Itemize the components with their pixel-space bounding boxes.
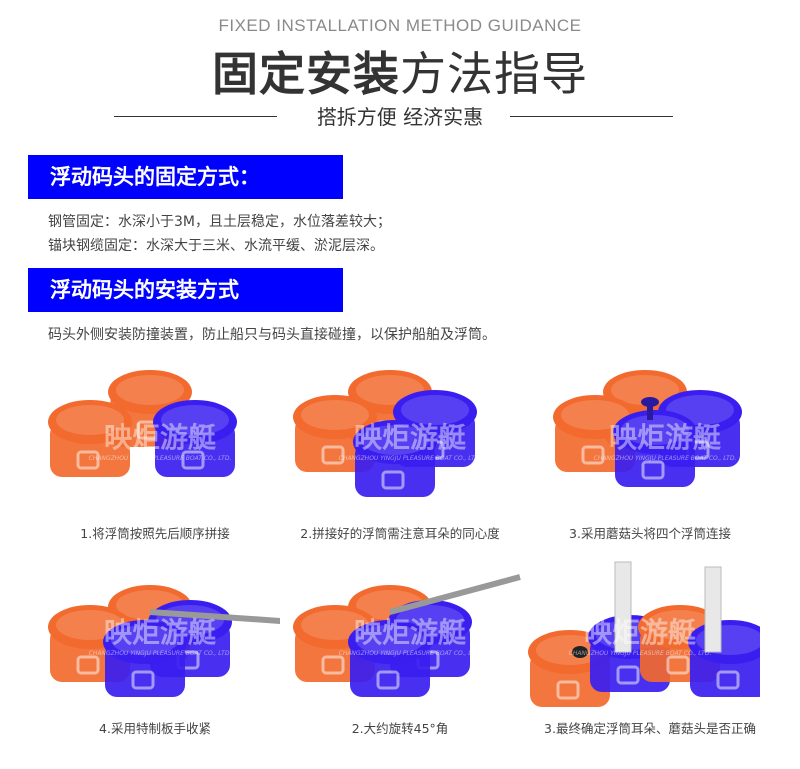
fixing-method-heading: 浮动码头的固定方式：: [28, 155, 343, 199]
step-caption: 3.采用蘑菇头将四个浮筒连接: [569, 526, 731, 541]
step-caption: 4.采用特制板手收紧: [99, 721, 211, 736]
divider-right: [510, 116, 673, 117]
install-method-heading: 浮动码头的安装方式: [28, 268, 343, 312]
title-bold: 固定安装: [212, 47, 400, 101]
float-cube: [48, 400, 132, 477]
float-cube: [688, 620, 772, 697]
watermark-company: CHANGZHOU YINGJU PLEASURE BOAT CO., LTD.: [89, 455, 232, 462]
watermark-company: CHANGZHOU YINGJU PLEASURE BOAT CO., LTD.: [89, 650, 232, 657]
watermark-brand: 映炬游艇: [354, 421, 466, 454]
watermark-brand: 映炬游艇: [609, 421, 721, 454]
float-cube: [613, 410, 697, 487]
step-caption: 3.最终确定浮筒耳朵、蘑菇头是否正确: [544, 721, 756, 736]
float-cube: [353, 420, 437, 497]
watermark-brand: 映炬游艇: [584, 616, 696, 649]
watermark-brand: 映炬游艇: [354, 616, 466, 649]
fixing-line-2: 锚块钢缆固定：水深大于三米、水流平缓、淤泥层深。: [48, 238, 384, 254]
subtitle: 搭拆方便 经济实惠: [316, 105, 484, 129]
install-text: 码头外侧安装防撞装置，防止船只与码头直接碰撞，以保护船舶及浮筒。: [48, 327, 496, 343]
title-light: 方法指导: [400, 47, 588, 101]
watermark-brand: 映炬游艇: [104, 616, 216, 649]
float-cube: [153, 400, 237, 477]
page-title: 固定安装方法指导: [0, 38, 800, 104]
watermark-company: CHANGZHOU YINGJU PLEASURE BOAT CO., LTD.: [339, 455, 482, 462]
watermark-company: CHANGZHOU YINGJU PLEASURE BOAT CO., LTD.: [339, 650, 482, 657]
step-caption: 2.大约旋转45°角: [351, 721, 449, 736]
step-caption: 2.拼接好的浮筒需注意耳朵的同心度: [300, 526, 500, 541]
step-caption: 1.将浮筒按照先后顺序拼接: [80, 526, 230, 541]
watermark-company: CHANGZHOU YINGJU PLEASURE BOAT CO., LTD.: [569, 650, 712, 657]
watermark-company: CHANGZHOU YINGJU PLEASURE BOAT CO., LTD.: [594, 455, 737, 462]
float-cube: [348, 620, 432, 697]
english-title: FIXED INSTALLATION METHOD GUIDANCE: [218, 16, 582, 35]
float-cube: [103, 620, 187, 697]
watermark-brand: 映炬游艇: [104, 421, 216, 454]
fixing-line-1: 钢管固定：水深小于3M，且土层稳定，水位落差较大；: [48, 214, 391, 230]
divider-left: [114, 116, 277, 117]
